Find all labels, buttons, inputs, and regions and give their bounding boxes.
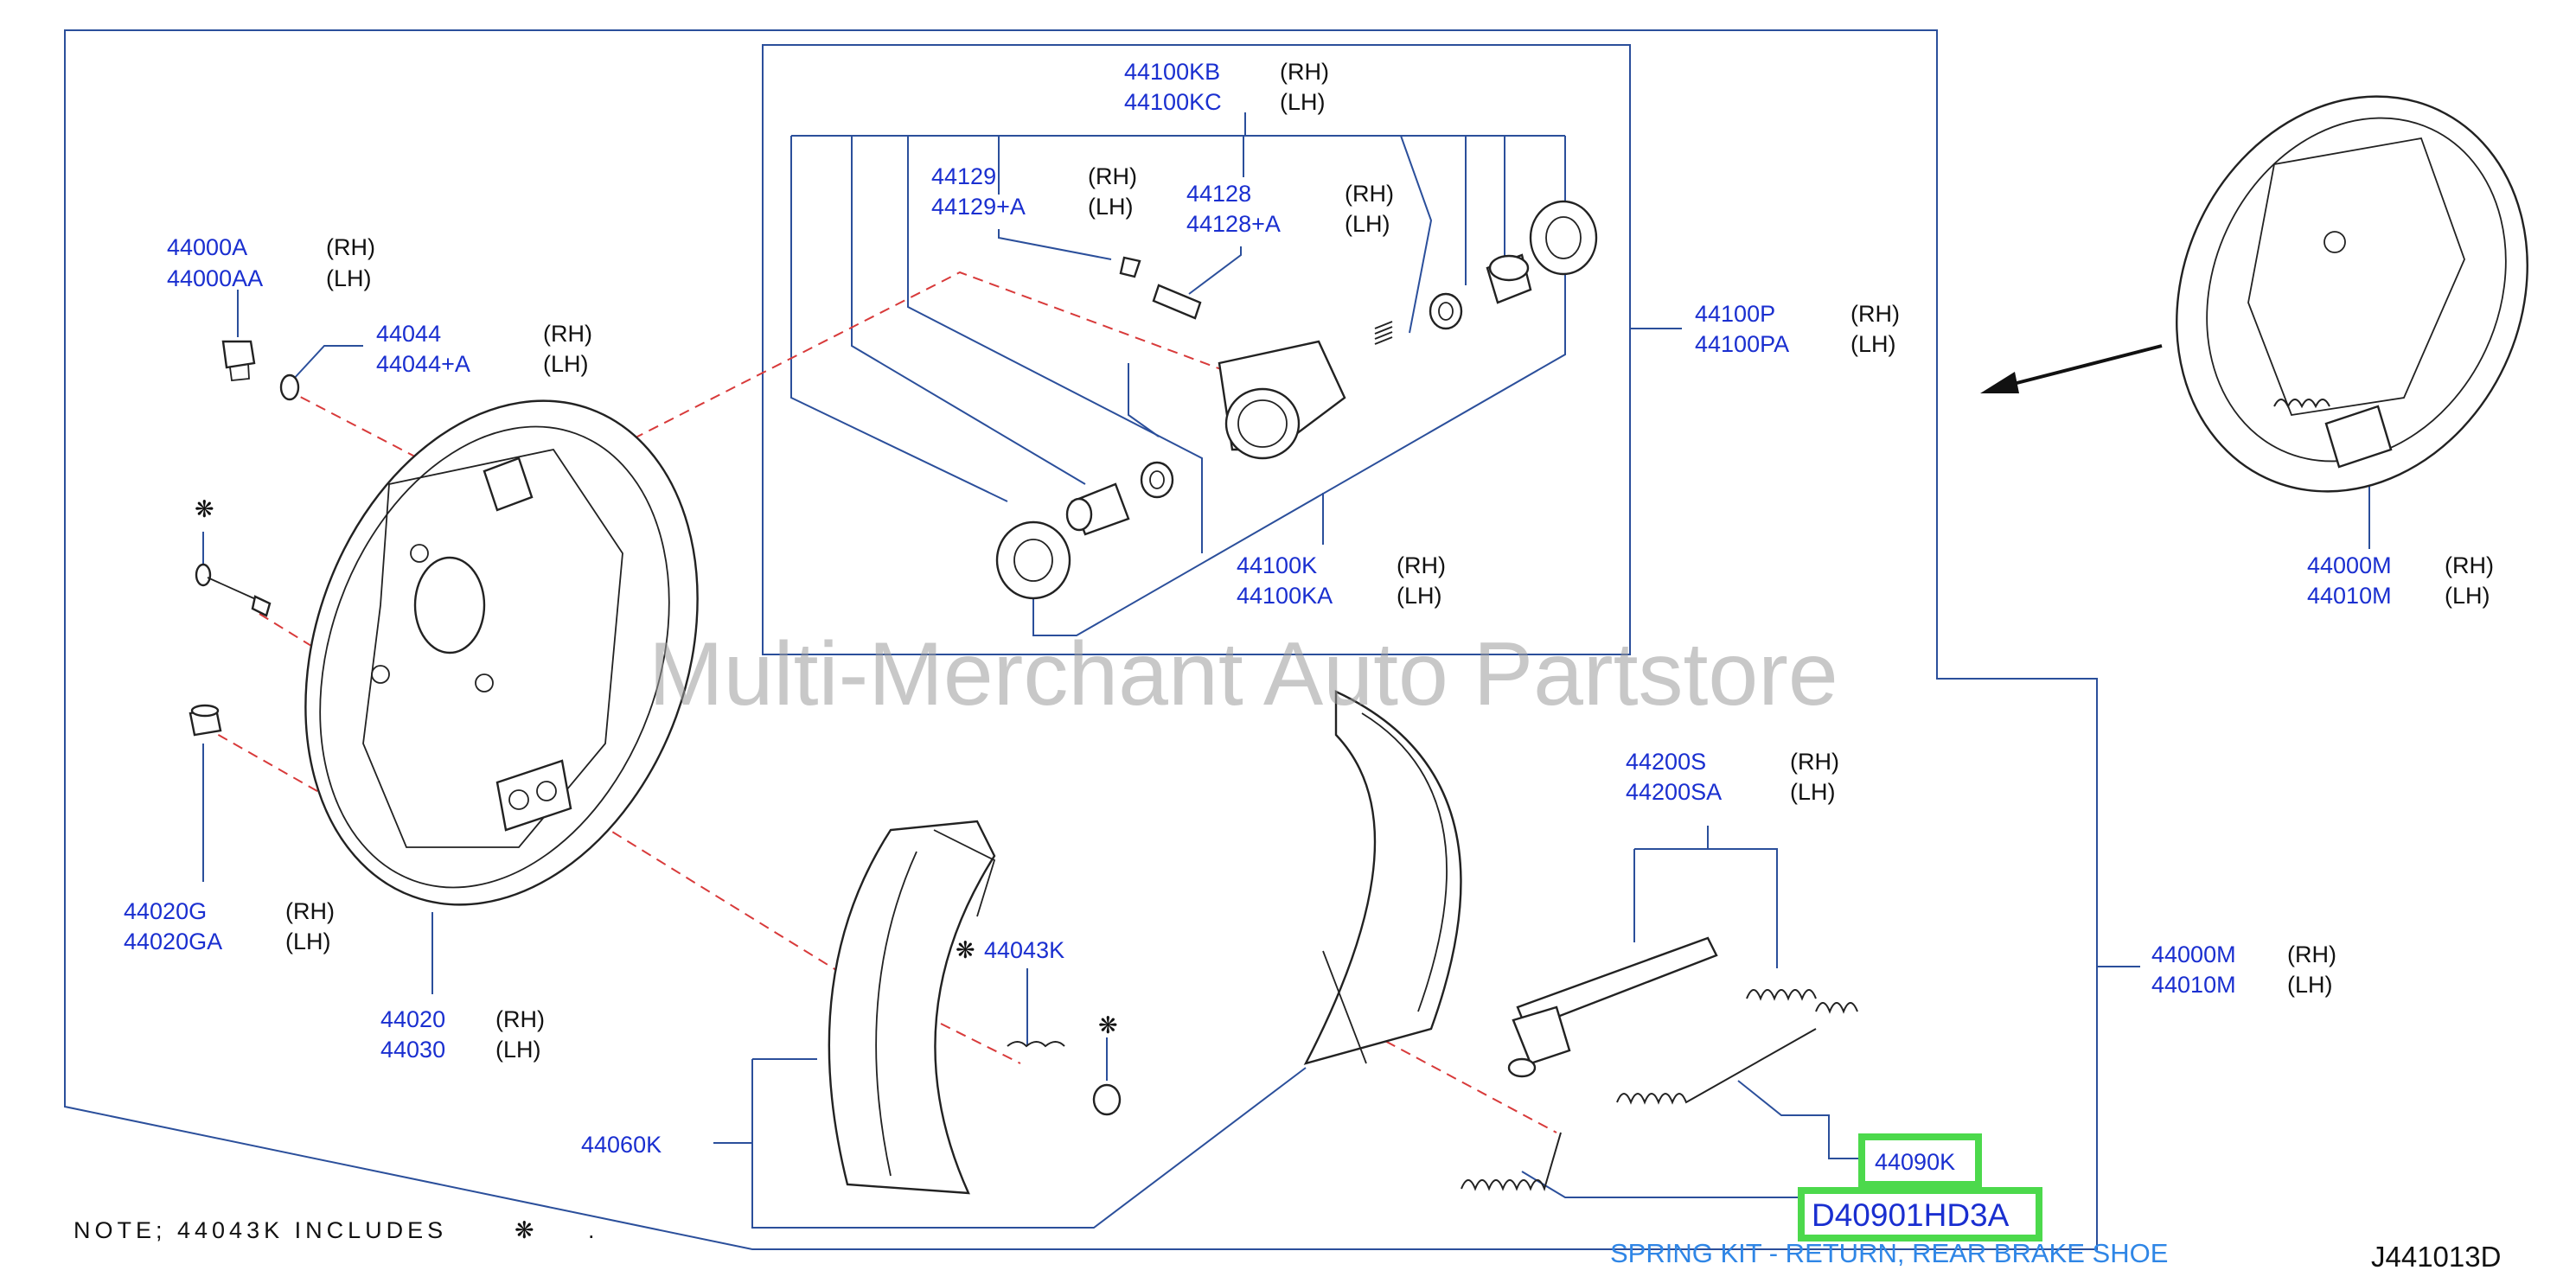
spring-kit-caption: SPRING KIT - RETURN, REAR BRAKE SHOE: [1610, 1238, 2168, 1268]
label-44128: 44128: [1186, 181, 1251, 207]
label-44010M-right-side: (LH): [2287, 972, 2333, 998]
note-period: .: [588, 1217, 595, 1243]
assembly-frame: [64, 29, 2098, 1250]
springs: [1007, 989, 1858, 1192]
label-44000A: 44000A: [167, 234, 247, 260]
label-44000M-right: 44000M: [2151, 942, 2236, 967]
label-44100KB: 44100KB: [1124, 59, 1220, 85]
label-44010M-top-side: (LH): [2445, 583, 2490, 609]
label-44100KA: 44100KA: [1237, 583, 1333, 609]
label-44129A: 44129+A: [931, 194, 1026, 220]
label-44000AA-side: (LH): [326, 265, 372, 291]
label-44020G: 44020G: [124, 898, 207, 924]
label-44100P: 44100P: [1695, 301, 1775, 327]
label-44000A-side: (RH): [326, 234, 375, 260]
label-44100P-side: (RH): [1851, 301, 1900, 327]
label-44128-side: (RH): [1345, 181, 1394, 207]
label-44043K: 44043K: [984, 937, 1064, 963]
label-44020-side: (RH): [495, 1006, 545, 1032]
label-D40901HD3A[interactable]: D40901HD3A: [1812, 1197, 2010, 1233]
label-44020GA: 44020GA: [124, 929, 222, 954]
bolt-44000A: [221, 340, 256, 381]
asterisk-pin-icon: ❋: [195, 496, 214, 522]
hold-down-pin: [195, 563, 272, 617]
label-44100KA-side: (LH): [1397, 583, 1442, 609]
label-44200SA: 44200SA: [1626, 779, 1722, 805]
watermark: Multi-Merchant Auto Partstore: [649, 624, 1838, 724]
highlight-box-44090K: [1858, 1133, 1982, 1188]
label-44100K-side: (RH): [1397, 552, 1446, 578]
leader-lines: [202, 112, 2370, 1229]
label-44100PA-side: (LH): [1851, 331, 1896, 357]
label-44129A-side: (LH): [1088, 194, 1134, 220]
label-44200SA-side: (LH): [1790, 779, 1836, 805]
label-44010M-right: 44010M: [2151, 972, 2236, 998]
label-44100K: 44100K: [1237, 552, 1317, 578]
washer-44044: [279, 373, 300, 401]
wheel-cylinder-frame: [762, 44, 1631, 655]
label-44128A: 44128+A: [1186, 211, 1281, 237]
highlight-box-D40901HD3A: [1798, 1187, 2042, 1242]
label-44044-side: (RH): [543, 321, 592, 347]
diagram-reference: J441013D: [2371, 1241, 2501, 1273]
label-44000M-top-side: (RH): [2445, 552, 2494, 578]
label-44044A: 44044+A: [376, 351, 470, 377]
wheel-cylinder-parts: [995, 200, 1598, 600]
label-44044: 44044: [376, 321, 441, 347]
label-44129-side: (RH): [1088, 163, 1137, 189]
label-44020G-side: (RH): [285, 898, 335, 924]
label-44128A-side: (LH): [1345, 211, 1390, 237]
brake-shoe-front: [1303, 690, 1462, 1065]
note-asterisk-icon: ❋: [515, 1217, 534, 1243]
note-text: NOTE; 44043K INCLUDES: [74, 1217, 447, 1243]
label-44020: 44020: [380, 1006, 445, 1032]
direction-arrow: [1980, 344, 2163, 393]
label-44010M-top: 44010M: [2307, 583, 2392, 609]
label-44100KC: 44100KC: [1124, 89, 1222, 115]
label-44030-side: (LH): [495, 1037, 541, 1063]
grommet-44020G: [189, 704, 222, 737]
backing-plate: [304, 399, 699, 906]
label-44060K: 44060K: [581, 1132, 662, 1158]
label-44030: 44030: [380, 1037, 445, 1063]
label-44129: 44129: [931, 163, 996, 189]
label-44100KC-side: (LH): [1280, 89, 1326, 115]
label-44100PA: 44100PA: [1695, 331, 1789, 357]
label-44044A-side: (LH): [543, 351, 589, 377]
label-44000AA: 44000AA: [167, 265, 263, 291]
brake-shoe-rear: [828, 820, 996, 1195]
label-44000M-top: 44000M: [2307, 552, 2392, 578]
label-44020GA-side: (LH): [285, 929, 331, 954]
adjuster-assembly: [1507, 936, 1718, 1078]
asterisk-44043K-icon: ❋: [956, 937, 975, 963]
label-44000M-right-side: (RH): [2287, 942, 2336, 967]
label-44200S-side: (RH): [1790, 749, 1839, 775]
asterisk-washer-icon: ❋: [1098, 1012, 1118, 1038]
label-44200S: 44200S: [1626, 749, 1706, 775]
brake-assembly-view: [2176, 95, 2528, 493]
label-44100KB-side: (RH): [1280, 59, 1329, 85]
label-44090K[interactable]: 44090K: [1875, 1149, 1955, 1175]
